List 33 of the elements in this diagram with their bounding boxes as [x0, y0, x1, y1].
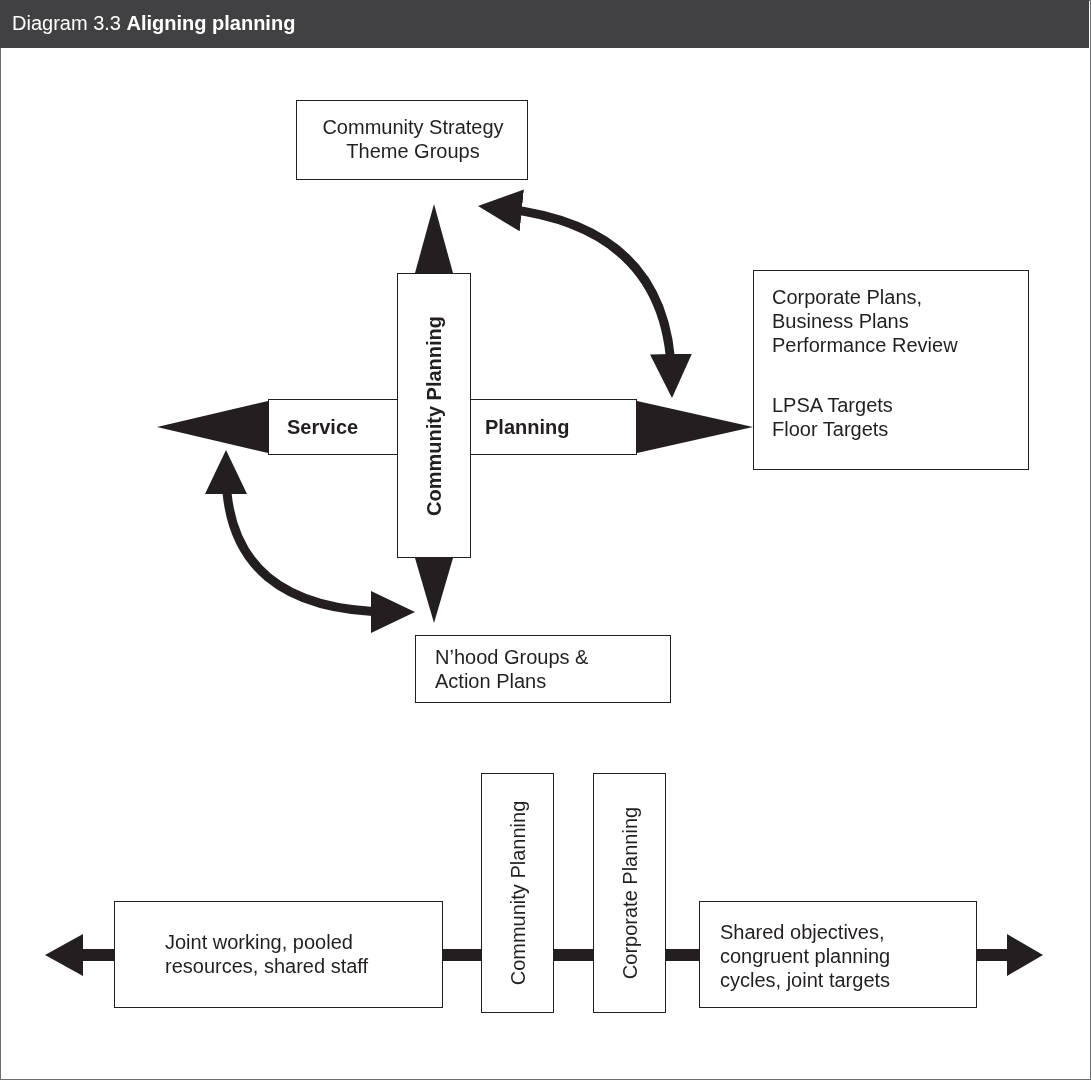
- arrow: [157, 401, 269, 453]
- box-label: Shared objectives, congruent planning cycles, joint targets: [720, 920, 892, 992]
- box-label: Community Planning: [506, 800, 529, 986]
- box-label: Joint working, pooled resources, shared staff: [165, 930, 370, 978]
- connector-bar: [45, 934, 114, 976]
- box-label: Corporate Plans, Business Plans Performance Review: [772, 285, 959, 357]
- process-box: [415, 635, 671, 703]
- connector-bar: [977, 934, 1043, 976]
- vertical-box: [593, 773, 666, 1013]
- vertical-box: [481, 773, 554, 1013]
- arrow: [636, 401, 753, 453]
- box-label: Corporate Planning: [618, 806, 641, 980]
- process-box: [753, 270, 1029, 470]
- arrow: [415, 204, 453, 274]
- process-box: [470, 399, 637, 455]
- box-label: Service: [287, 415, 360, 439]
- box-label: Planning: [485, 415, 571, 439]
- arrow: [415, 557, 453, 623]
- curved-arrow: [478, 190, 691, 398]
- connector-bar: [443, 949, 481, 961]
- process-box: [114, 901, 443, 1008]
- curved-arrow: [206, 450, 415, 633]
- connector-bar: [554, 949, 593, 961]
- diagram-title: Diagram 3.3 Aligning planning: [12, 12, 296, 35]
- connector-bar: [666, 949, 699, 961]
- box-label: LPSA Targets Floor Targets: [772, 393, 894, 441]
- box-label: Community Strategy Theme Groups: [321, 115, 505, 163]
- box-label: Community Planning: [422, 315, 446, 516]
- process-box: [296, 100, 528, 180]
- vertical-box: [397, 273, 471, 558]
- process-box: [268, 399, 398, 455]
- process-box: [699, 901, 977, 1008]
- box-label: N’hood Groups & Action Plans: [435, 645, 590, 693]
